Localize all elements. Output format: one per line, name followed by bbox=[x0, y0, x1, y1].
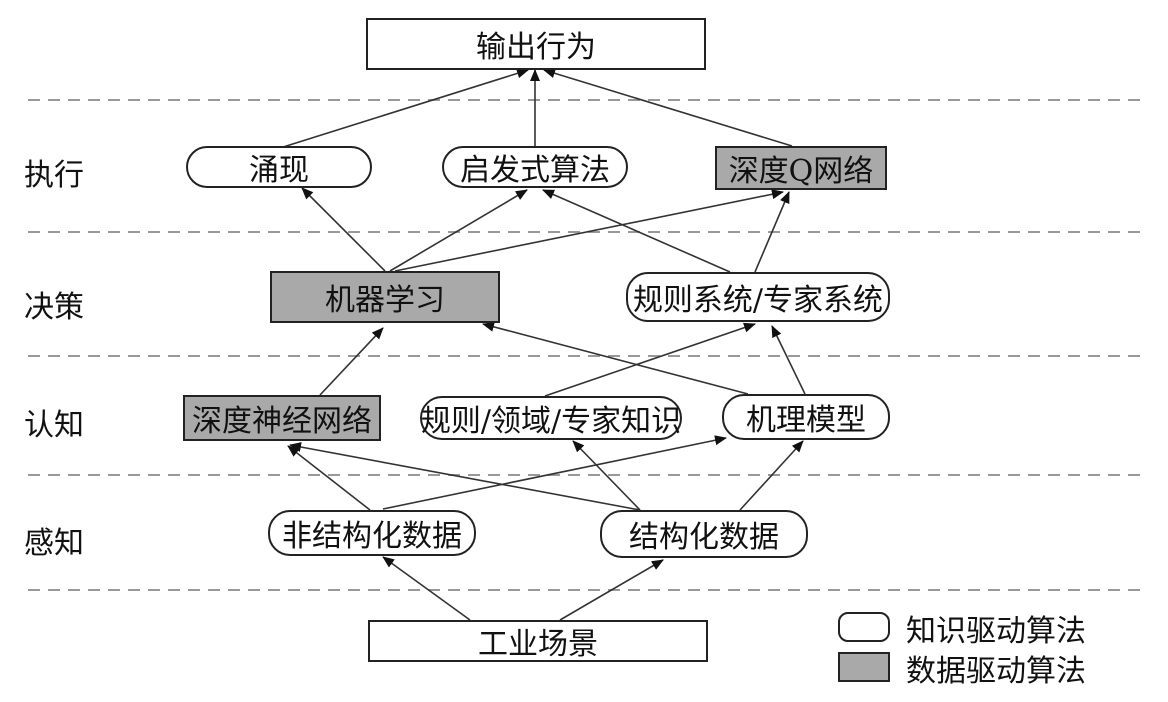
legend-label-data: 数据驱动算法 bbox=[906, 654, 1086, 689]
node-output: 输出行为 bbox=[366, 18, 706, 70]
node-rule-system: 规则系统/专家系统 bbox=[626, 272, 890, 322]
edge-ruleknowledge-rulesystem bbox=[544, 322, 756, 397]
layer-label-decide: 决策 bbox=[24, 290, 84, 325]
layer-label-execute: 执行 bbox=[24, 158, 84, 193]
edge-structured-dnn bbox=[289, 442, 641, 511]
edge-ml-dqn bbox=[394, 189, 784, 272]
node-rule-knowledge: 规则/领域/专家知识 bbox=[420, 396, 682, 440]
node-mechanism: 机理模型 bbox=[722, 394, 890, 440]
legend-swatch-data bbox=[838, 652, 890, 682]
node-ml: 机器学习 bbox=[270, 271, 500, 323]
edge-scene-unstructured bbox=[382, 556, 471, 621]
edge-rulesystem-dqn bbox=[754, 191, 790, 273]
node-structured: 结构化数据 bbox=[600, 510, 808, 558]
layer-separators bbox=[28, 99, 1140, 591]
edge-mechanism-rulesystem bbox=[771, 325, 806, 395]
node-heuristic: 启发式算法 bbox=[442, 146, 628, 188]
node-emergence: 涌现 bbox=[186, 146, 372, 188]
edge-scene-structured bbox=[559, 559, 664, 621]
node-dnn: 深度神经网络 bbox=[183, 395, 381, 441]
edge-structured-mechanism bbox=[739, 440, 804, 511]
edge-rulesystem-heuristic bbox=[542, 189, 731, 273]
legend-label-knowledge: 知识驱动算法 bbox=[906, 614, 1086, 649]
layer-label-perceive: 感知 bbox=[24, 526, 84, 561]
layer-label-cognize: 认知 bbox=[24, 408, 84, 443]
node-scene: 工业场景 bbox=[368, 620, 708, 662]
node-unstructured: 非结构化数据 bbox=[268, 510, 476, 556]
legend-swatch-knowledge bbox=[838, 612, 890, 642]
edge-dqn-output bbox=[543, 68, 793, 147]
edge-ml-heuristic bbox=[389, 189, 528, 272]
node-dqn: 深度Q网络 bbox=[715, 146, 887, 190]
edge-emergence-output bbox=[279, 68, 529, 149]
edge-structured-ruleknowledge bbox=[572, 440, 641, 511]
edges bbox=[279, 68, 806, 621]
edge-ml-emergence bbox=[301, 187, 386, 272]
edge-unstructured-dnn bbox=[287, 445, 371, 511]
edge-dnn-ml bbox=[319, 327, 384, 396]
edge-unstructured-mechanism bbox=[382, 435, 727, 510]
edge-mechanism-ml bbox=[482, 321, 749, 395]
